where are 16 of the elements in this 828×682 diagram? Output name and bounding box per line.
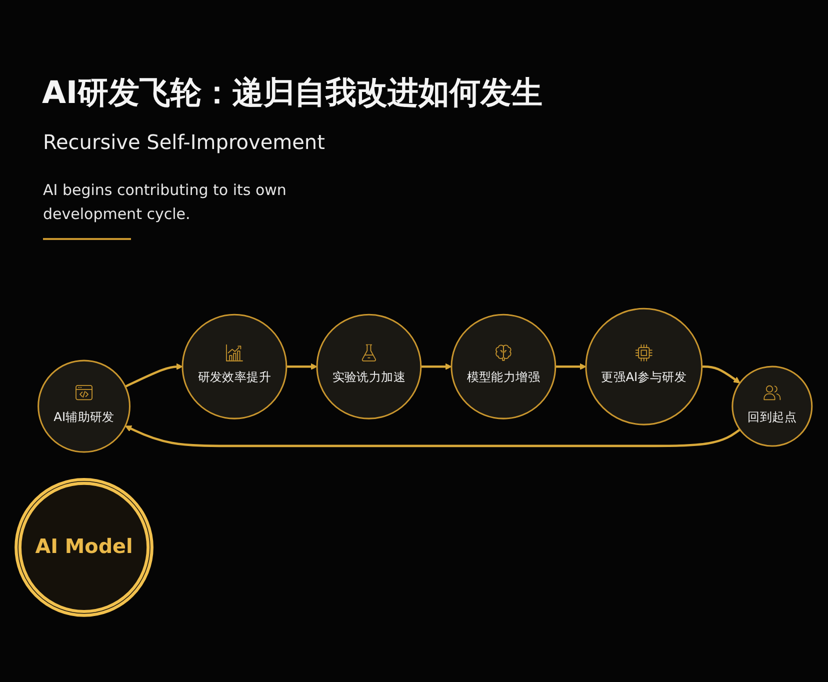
- title: AI研发飞轮：递归自我改进如何发生: [42, 74, 543, 113]
- node-circle: 更强AI参与研发: [585, 308, 703, 426]
- arrow: [286, 363, 318, 370]
- subtitle: Recursive Self-Improvement: [43, 130, 325, 154]
- arrow: [125, 426, 741, 448]
- arrow: [420, 363, 452, 370]
- node-circle: 实验诜力加速: [316, 314, 422, 420]
- node-circle: 研发效率提升: [182, 314, 288, 420]
- arrow: [555, 363, 586, 370]
- node-circle: 回到起点: [732, 366, 813, 447]
- side-note: AI begins contributing to its own development cycle.: [43, 180, 288, 225]
- arrow: [702, 365, 740, 384]
- node-circle: AI Model: [14, 478, 154, 617]
- node-circle: 模型能力增强: [450, 314, 556, 420]
- node-circle: AI辅助研发: [38, 360, 130, 453]
- arrow: [124, 363, 183, 388]
